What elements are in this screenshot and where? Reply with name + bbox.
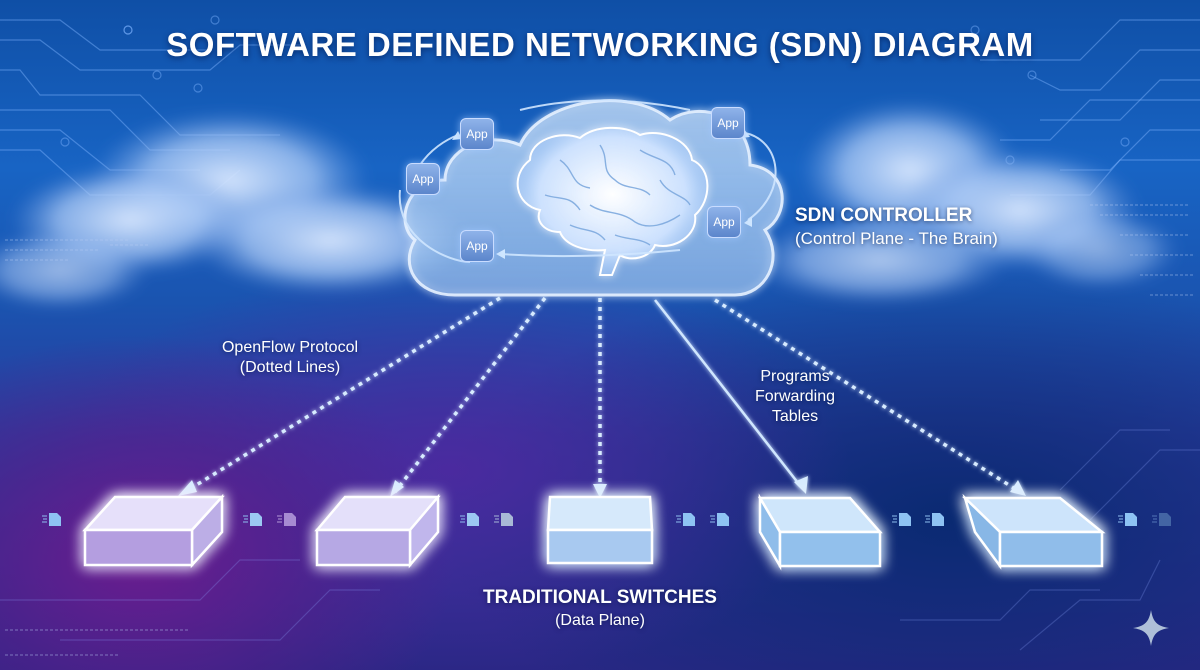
background-cloud-left bbox=[0, 110, 470, 310]
switch-3 bbox=[546, 495, 654, 565]
app-badge: App bbox=[460, 118, 494, 150]
code-text-lines bbox=[5, 204, 1195, 656]
data-packet-icon bbox=[1118, 513, 1137, 526]
data-packet-icon bbox=[460, 513, 479, 526]
controller-heading: SDN CONTROLLER bbox=[795, 205, 973, 226]
orbit-arrowheads bbox=[452, 129, 752, 259]
app-orbit-arrows bbox=[398, 99, 777, 263]
switch-1 bbox=[82, 493, 225, 569]
programs-annotation: Programs Forwarding Tables bbox=[720, 367, 870, 427]
programs-link-4 bbox=[654, 299, 803, 489]
data-packet-icon bbox=[892, 513, 911, 526]
brain-icon bbox=[516, 126, 709, 276]
switch-2 bbox=[314, 493, 441, 569]
data-packet-icon bbox=[925, 513, 944, 526]
app-badge: App bbox=[711, 107, 745, 139]
programs-line-3: Tables bbox=[771, 408, 819, 425]
switch-4 bbox=[757, 493, 883, 571]
data-packet-icon bbox=[243, 513, 262, 526]
circuit-traces-bottom bbox=[0, 429, 1200, 651]
openflow-annotation: OpenFlow Protocol (Dotted Lines) bbox=[195, 338, 385, 378]
data-packet-icon bbox=[710, 513, 729, 526]
switch-5 bbox=[961, 493, 1106, 570]
programs-line-1: Programs bbox=[760, 368, 830, 385]
openflow-arrowheads bbox=[178, 476, 1026, 498]
controller-subtitle: (Control Plane - The Brain) bbox=[795, 229, 998, 248]
data-plane-subtitle: (Data Plane) bbox=[555, 612, 645, 629]
data-plane-heading: TRADITIONAL SWITCHES bbox=[483, 587, 717, 608]
openflow-link-5 bbox=[714, 298, 1021, 494]
data-packet-icon bbox=[42, 513, 61, 526]
openflow-line-1: OpenFlow Protocol bbox=[221, 339, 359, 356]
data-packets bbox=[42, 513, 1171, 526]
openflow-line-2: (Dotted Lines) bbox=[239, 359, 341, 376]
app-badge: App bbox=[406, 163, 440, 195]
background-cloud-right bbox=[750, 100, 1180, 305]
data-packet-icon bbox=[494, 513, 513, 526]
app-badge: App bbox=[460, 230, 494, 262]
controller-label: SDN CONTROLLER (Control Plane - The Brai… bbox=[795, 205, 998, 249]
diagram-title: SOFTWARE DEFINED NETWORKING (SDN) DIAGRA… bbox=[166, 26, 1034, 63]
app-badge: App bbox=[707, 206, 741, 238]
programs-line-2: Forwarding bbox=[754, 388, 836, 405]
data-packet-icon bbox=[1152, 513, 1171, 526]
data-packet-icon bbox=[277, 513, 296, 526]
data-packet-icon bbox=[676, 513, 695, 526]
sparkle-icon bbox=[1133, 610, 1169, 646]
openflow-link-1 bbox=[184, 296, 501, 494]
data-plane-label: TRADITIONAL SWITCHES (Data Plane) bbox=[420, 587, 780, 630]
